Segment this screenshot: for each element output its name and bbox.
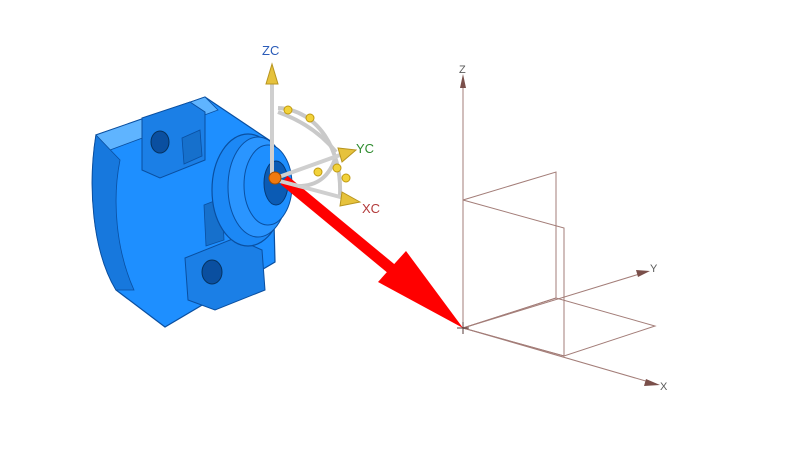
yc-label: YC bbox=[356, 141, 374, 156]
datum-y-arrow-head bbox=[636, 270, 650, 277]
rotation-handle[interactable] bbox=[305, 113, 315, 123]
datum-plane-xz[interactable] bbox=[462, 171, 557, 329]
y-axis-shaft[interactable] bbox=[275, 153, 341, 180]
datum-x-arrow-head bbox=[644, 379, 660, 386]
rotation-handle[interactable] bbox=[341, 173, 351, 183]
origin-handle[interactable] bbox=[268, 171, 282, 185]
housing-slot-upper bbox=[181, 129, 203, 165]
rotation-handle[interactable] bbox=[313, 167, 323, 177]
datum-z-arrow-head bbox=[460, 74, 466, 88]
y-axis-arrow-head[interactable] bbox=[337, 147, 358, 163]
bolt-hole-upper bbox=[150, 130, 170, 154]
datum-y-label: Y bbox=[650, 263, 658, 275]
xc-label: XC bbox=[362, 201, 380, 216]
move-arrow-icon bbox=[280, 175, 463, 328]
rotation-arc-zy[interactable] bbox=[277, 110, 338, 154]
datum-x-label: X bbox=[660, 381, 668, 393]
bolt-hole-lower bbox=[201, 259, 223, 285]
housing-front-face bbox=[91, 134, 135, 291]
rotation-handle[interactable] bbox=[332, 163, 342, 173]
datum-z-label: Z bbox=[459, 64, 466, 76]
bearing-housing-part[interactable] bbox=[91, 96, 293, 328]
datum-csys[interactable]: Z Y X bbox=[457, 64, 668, 393]
z-axis-arrow-head[interactable] bbox=[265, 62, 279, 85]
zc-label: ZC bbox=[262, 43, 279, 58]
x-axis-arrow-head[interactable] bbox=[339, 191, 362, 207]
dynamic-csys[interactable]: ZC YC XC bbox=[262, 43, 380, 216]
x-axis-shaft[interactable] bbox=[275, 178, 345, 200]
datum-plane-xy[interactable] bbox=[462, 297, 657, 357]
rotation-handle[interactable] bbox=[283, 105, 293, 115]
